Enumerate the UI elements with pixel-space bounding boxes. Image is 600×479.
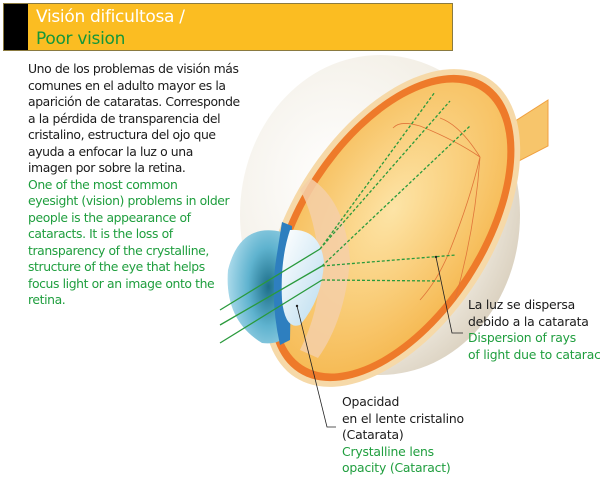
dispersion-en-line: Dispersion of rays [468, 330, 577, 345]
intro-es-line: cristalino, estructura del ojo que [28, 127, 216, 142]
dispersion-es-line: La luz se dispersa [468, 297, 575, 312]
banner-black-block [4, 4, 28, 50]
dispersion-es-line: debido a la catarata [468, 313, 589, 329]
intro-es-line: comunes en el adulto mayor es la [28, 77, 226, 93]
opacity-en-line: Crystalline lens [342, 443, 434, 459]
opacity-es-line: (Catarata) [342, 427, 404, 442]
title-banner: Visión dificultosa / Poor vision [3, 3, 453, 51]
intro-es-line: imagen por sobre la retina. [28, 160, 186, 175]
opacity-label: Opacidad en el lente cristalino (Catarat… [342, 394, 464, 477]
retinal-vessels [392, 117, 481, 301]
title-spanish: Visión dificultosa / [36, 7, 185, 27]
intro-en-line: eyesight (vision) problems in older [28, 193, 230, 208]
ciliary-body [300, 178, 350, 358]
leader-line-opacity [296, 305, 336, 428]
leader-dot-opacity [295, 304, 299, 308]
intro-en-line: retina. [28, 292, 66, 307]
intro-en-line: One of the most common [28, 176, 178, 192]
leader-dot-dispersion [434, 255, 438, 259]
intro-es-line: a la pérdida de transparencia del [28, 110, 221, 126]
scattered-rays [319, 91, 471, 282]
intro-en-line: transparency of the crystalline, [28, 242, 209, 258]
dispersion-label: La luz se dispersa debido a la catarata … [468, 297, 600, 363]
light-rays [219, 248, 323, 344]
intro-en-line: people is the appearance of [28, 209, 191, 225]
intro-en-line: cataracts. It is the loss of [28, 226, 173, 241]
leader-line-dispersion [435, 256, 463, 334]
title-english: Poor vision [36, 29, 126, 49]
opacity-es-line: Opacidad [342, 394, 400, 409]
intro-en-line: structure of the eye that helps [28, 259, 205, 274]
opacity-es-line: en el lente cristalino [342, 410, 464, 426]
intro-es-line: Uno de los problemas de visión más [28, 61, 239, 76]
opacity-en-line: opacity (Cataract) [342, 460, 451, 475]
intro-es-line: aparición de cataratas. Corresponde [28, 94, 240, 109]
intro-text: Uno de los problemas de visión más comun… [28, 61, 240, 309]
intro-en-line: focus light or an image onto the [28, 275, 215, 291]
dispersion-en-line: of light due to cataract [468, 346, 600, 362]
intro-es-line: ayuda a enfocar la luz o una [28, 143, 193, 159]
